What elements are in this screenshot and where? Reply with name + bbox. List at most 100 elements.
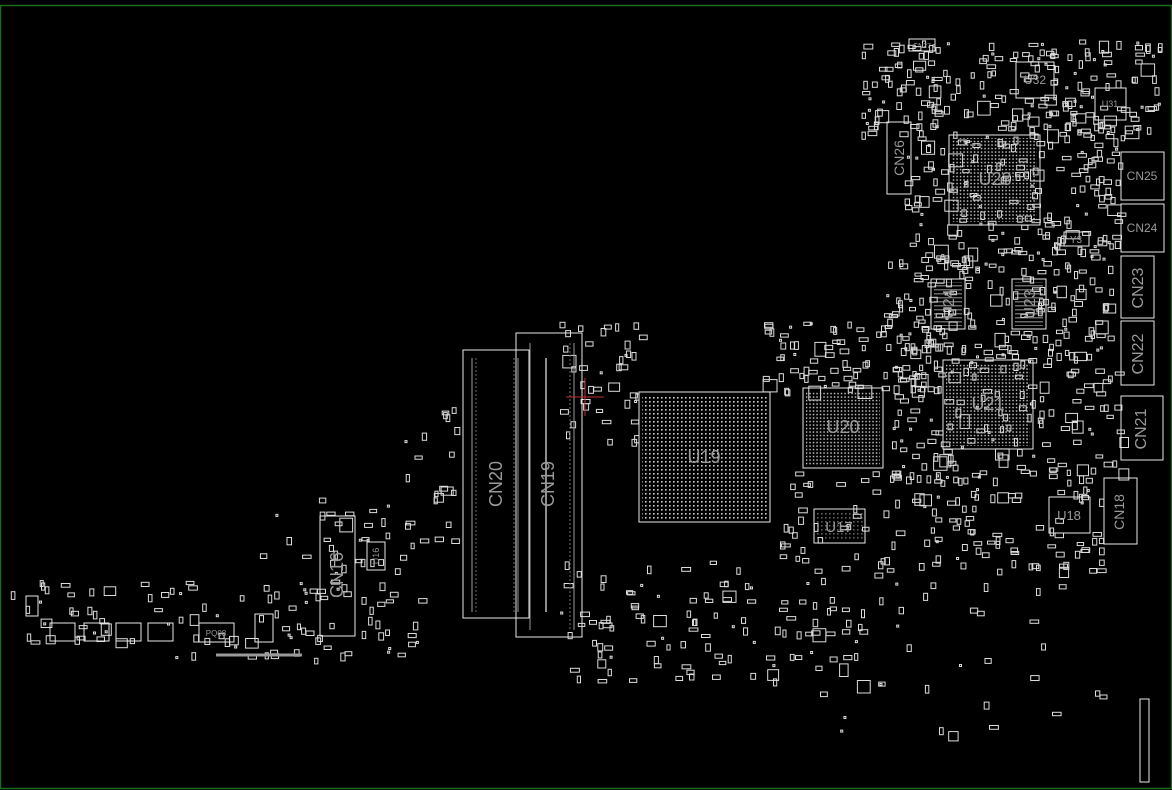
smd-part: [955, 78, 961, 86]
connector-cn27[interactable]: CN27: [908, 38, 936, 52]
smd-part: [992, 532, 1003, 537]
smd-part: [1103, 461, 1113, 468]
smd-part: [1102, 257, 1106, 261]
connector-cn16[interactable]: CN16: [319, 515, 356, 637]
connector-cn19[interactable]: CN19: [515, 332, 583, 638]
label-cn19: CN19: [538, 461, 558, 507]
smd-part: [1003, 248, 1014, 254]
crystal-y3[interactable]: Y3: [1063, 231, 1090, 247]
chip-u23-top[interactable]: U23: [948, 134, 1041, 226]
smd-part: [956, 230, 963, 237]
smd-part: [1021, 267, 1027, 276]
smd-part: [1047, 129, 1059, 144]
smd-part: [597, 651, 603, 659]
connector-cn24[interactable]: CN24: [1120, 203, 1165, 253]
smd-part: [1078, 130, 1082, 134]
chip-u32[interactable]: U32: [1015, 61, 1055, 99]
smd-part: [930, 527, 935, 534]
smd-part: [627, 591, 636, 596]
smd-part: [874, 572, 884, 579]
smd-part: [441, 410, 450, 416]
smd-part: [343, 591, 352, 598]
smd-part: [956, 518, 962, 525]
smd-part: [1066, 469, 1071, 477]
smd-part: [104, 630, 108, 634]
chip-u17[interactable]: U17: [813, 508, 866, 544]
smd-part: [879, 66, 888, 72]
transistor-pq08[interactable]: PQ08: [198, 622, 235, 643]
connector-cn20[interactable]: CN20: [462, 349, 530, 619]
smd-part: [992, 477, 998, 487]
smd-part: [218, 632, 225, 640]
smd-part: [1057, 462, 1067, 468]
chip-u18[interactable]: U18: [1048, 496, 1091, 534]
smd-part: [937, 386, 942, 394]
smd-part: [1014, 247, 1023, 253]
chip-u19[interactable]: U19: [638, 391, 771, 523]
smd-part: [855, 384, 864, 390]
smd-part: [945, 259, 949, 263]
smd-part: [1089, 277, 1096, 286]
smd-part: [329, 622, 335, 630]
connector-cn18[interactable]: CN18: [1103, 477, 1138, 545]
smd-part: [1114, 219, 1124, 224]
smd-part: [630, 419, 640, 425]
smd-part: [1065, 86, 1069, 90]
smd-part: [974, 343, 983, 349]
smd-part: [886, 294, 890, 298]
connector-cn23[interactable]: CN23: [1120, 255, 1155, 319]
label-cn18: CN18: [1111, 494, 1127, 530]
chip-u20[interactable]: U20: [802, 387, 884, 469]
smd-part: [1055, 551, 1065, 558]
chip-u23-mid[interactable]: U23: [1011, 278, 1047, 330]
smd-part: [360, 558, 366, 568]
smd-part: [922, 327, 929, 333]
connector-cn26[interactable]: CN26: [886, 121, 912, 195]
smd-part: [1071, 187, 1077, 194]
smd-part: [921, 463, 928, 471]
smd-part: [940, 148, 946, 156]
smd-part: [1092, 537, 1098, 546]
chip-u24[interactable]: U24: [930, 278, 966, 330]
connector-cn21[interactable]: CN21: [1120, 395, 1164, 461]
smd-part: [976, 610, 985, 617]
smd-part: [1059, 563, 1068, 569]
smd-part: [825, 631, 836, 637]
chip-u21[interactable]: U21: [942, 359, 1034, 450]
smd-part: [861, 112, 866, 119]
smd-part: [1102, 51, 1112, 58]
chip-u16[interactable]: U16: [366, 541, 386, 571]
smd-part: [592, 639, 597, 647]
label-cn20: CN20: [486, 461, 506, 507]
smd-part: [564, 561, 570, 571]
connector-cn22[interactable]: CN22: [1120, 320, 1155, 386]
chip-u31[interactable]: U31: [1094, 87, 1127, 121]
label-cn23: CN23: [1130, 267, 1147, 308]
smd-part: [323, 537, 332, 543]
smd-part: [1020, 469, 1030, 475]
smd-part: [1080, 128, 1091, 134]
smd-part: [341, 584, 348, 593]
smd-part: [979, 470, 988, 476]
smd-part: [1074, 301, 1083, 307]
smd-part: [638, 334, 648, 341]
smd-part: [1117, 212, 1127, 217]
smd-part: [786, 616, 797, 621]
smd-part: [1140, 63, 1156, 77]
smd-part: [1099, 694, 1108, 700]
smd-part: [965, 282, 972, 289]
smd-part: [633, 322, 640, 330]
smd-part: [1065, 122, 1072, 132]
smd-part: [897, 409, 902, 416]
connector-cn25[interactable]: CN25: [1120, 151, 1165, 201]
smd-part: [1106, 414, 1114, 419]
smd-part: [89, 588, 95, 597]
smd-part: [361, 630, 367, 640]
smd-part: [1098, 176, 1105, 184]
smd-part: [876, 331, 882, 338]
smd-part: [288, 605, 297, 611]
smd-part: [924, 539, 931, 547]
smd-part: [69, 607, 74, 615]
smd-part: [935, 555, 942, 564]
